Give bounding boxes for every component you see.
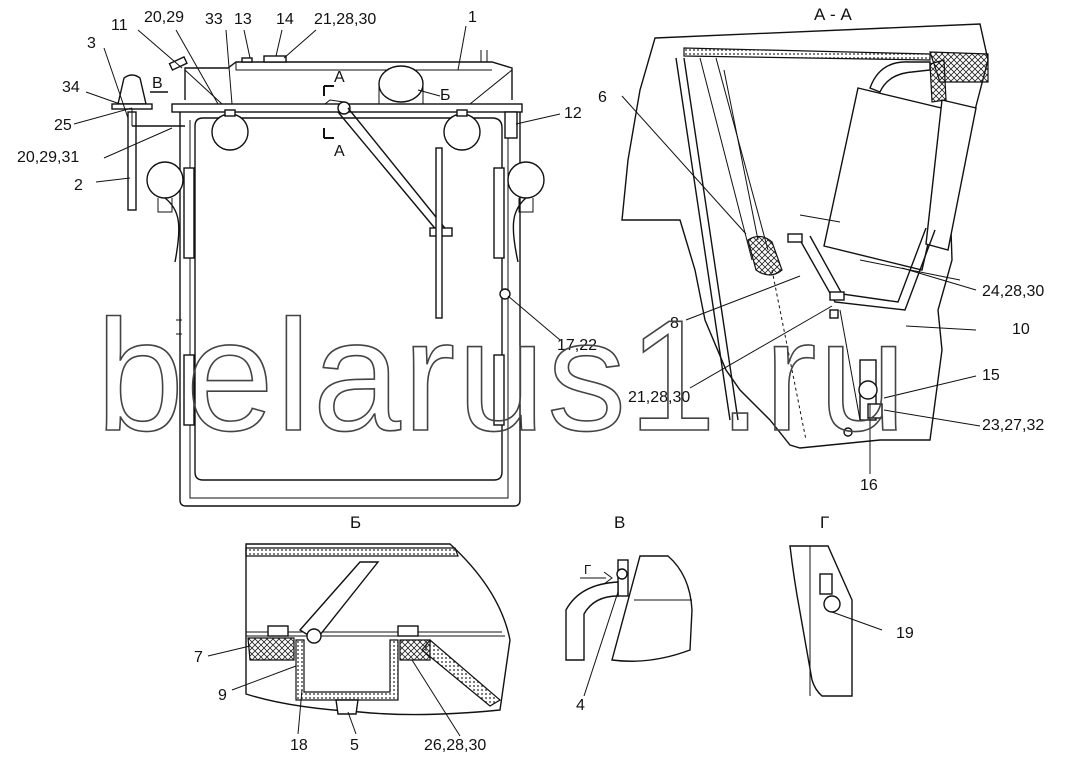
view-b: Б 7 9 18 5 26,28,30 [194,513,511,754]
callout-21-28-30: 21,28,30 [314,11,376,28]
view-g: Г 19 [789,513,914,697]
callout-12: 12 [564,105,582,122]
section-aa-title: А - А [814,5,852,24]
section-mark-a-bottom: А [334,143,345,160]
callout-6: 6 [598,89,607,106]
callout-20-29-31: 20,29,31 [17,149,79,166]
view-ref-g: Г [584,562,591,577]
callout-25: 25 [54,117,72,134]
callout-8: 8 [670,315,679,332]
view-ref-b: Б [440,87,451,104]
callout-7: 7 [194,649,203,666]
view-b-title: Б [350,513,361,532]
callout-9: 9 [218,687,227,704]
main-view: 11 20,29 33 13 14 21,28,30 1 3 34 25 20,… [17,9,597,507]
view-ref-v: В [152,75,163,92]
callout-19: 19 [896,625,914,642]
callout-20-29: 20,29 [144,9,184,26]
callout-11: 11 [111,17,128,34]
view-v: В Г 4 [565,513,693,714]
callout-33: 33 [205,11,223,28]
callout-1: 1 [468,9,477,26]
callout-23-27-32: 23,27,32 [982,417,1044,434]
callout-10: 10 [1012,321,1030,338]
callout-26-28-30: 26,28,30 [424,737,486,754]
section-mark-a-top: А [334,69,345,86]
callout-3: 3 [87,35,96,52]
callout-13: 13 [234,11,252,28]
callout-14: 14 [276,11,294,28]
section-aa: А - А 6 24,28,30 8 10 21,28,30 15 23,27,… [598,5,1044,494]
callout-5: 5 [350,737,359,754]
callout-18: 18 [290,737,308,754]
callout-4: 4 [576,697,585,714]
callout-17-22: 17,22 [557,337,597,354]
callout-24-28-30: 24,28,30 [982,283,1044,300]
watermark-text: belarus1.ru [96,288,908,464]
view-v-title: В [614,513,625,532]
callout-21-28-30-aa: 21,28,30 [628,389,690,406]
view-g-title: Г [820,513,829,532]
callout-2: 2 [74,177,83,194]
callout-16: 16 [860,477,878,494]
callout-15: 15 [982,367,1000,384]
callout-34: 34 [62,79,80,96]
